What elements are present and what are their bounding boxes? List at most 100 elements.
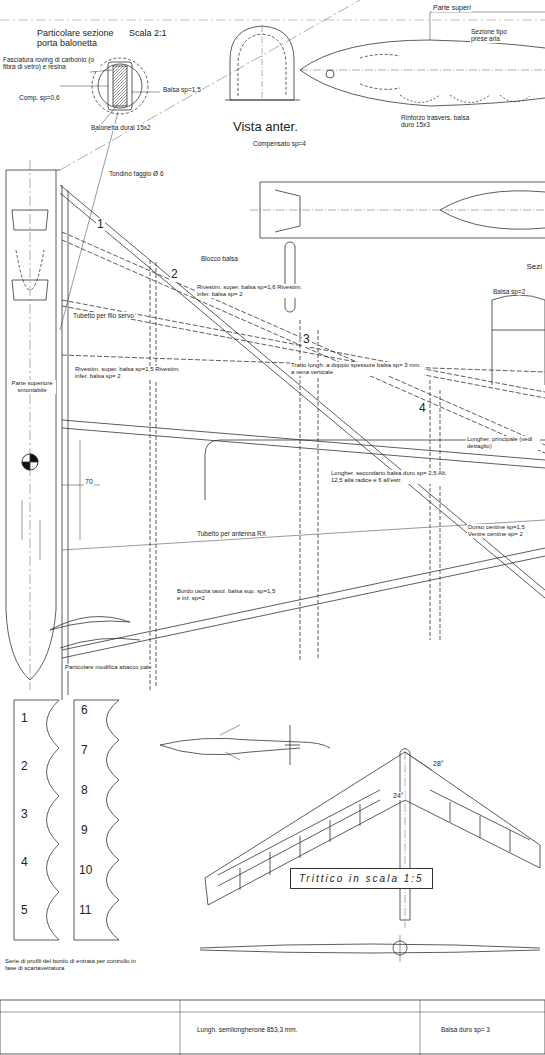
half-wing-stroke [62,520,545,550]
material-note: Balsa duro sp= 3 [440,1026,491,1033]
fuselage-side-stroke [300,40,545,106]
profile-number: 3 [20,808,29,822]
profile-number: 1 [20,712,29,726]
fuselage-side-stroke [0,20,545,21]
part-name: Blocco balsa [200,255,239,262]
view-title: Vista anter. [232,120,299,135]
section-detail-stroke [60,112,118,330]
three-view-stroke [405,752,432,770]
rib-number: 4 [418,402,427,416]
front-view [225,26,300,100]
rib-number: 2 [170,268,179,282]
profile-number: 2 [20,760,29,774]
material-note: Balsa sp=1,5 [162,86,202,93]
fuselage-plan-stroke [6,170,56,680]
fuselage-side [0,12,545,106]
part-note: Rinforzo trasvers. balsa duro 15x3 [400,114,480,129]
leading-edge-templates-stroke [74,700,119,940]
three-view-stroke [220,725,240,760]
front-view-stroke [225,100,300,101]
title-block-stroke [0,1000,545,1055]
section-note: Sezi [525,262,543,271]
material-note: Rivestim. super. balsa sp=1,6 Rivestim. … [196,284,316,298]
fuselage-plan-stroke [22,454,38,470]
section-detail-stroke [113,66,127,106]
section-detail-stroke [60,70,160,132]
profile-number: 11 [78,904,92,918]
leading-edge-templates-stroke [14,700,59,940]
part-name: Tondino faggio Ø 6 [108,170,165,177]
half-wing-stroke [60,185,545,598]
three-view-stroke [400,935,401,962]
material-note: Comp. sp=0,6 [18,94,61,101]
section-detail [60,58,160,330]
profile-number: 7 [80,744,89,758]
fuselage-plan-stroke [16,250,44,290]
section-note: Sezione tipo prese aria [470,28,520,43]
fuselage-side-stroke [326,70,334,78]
three-view-stroke [160,738,330,754]
fuselage-plan-stroke [6,170,60,171]
part-name: Longher. principale (vedi dettaglio) [466,436,540,450]
three-view-stroke [240,802,510,890]
fuselage-plan-stroke [22,454,38,470]
fuselage-plan-stroke [12,210,48,300]
front-view-stroke [230,26,294,100]
caption-box: Trittico in scala 1:5 [290,868,433,889]
profile-number: 9 [80,824,89,838]
profile-number: 4 [20,856,29,870]
detail-note: Particolare modifica attacco pale [64,664,153,671]
profile-number: 8 [80,784,89,798]
three-view-stroke [405,752,406,928]
half-wing-stroke [62,440,100,540]
rib-number: 3 [302,333,311,347]
front-view-stroke [262,26,263,100]
profile-number: 6 [80,704,89,718]
section-box [492,295,545,385]
fuselage-side-stroke [400,95,530,103]
detail-title: Particolare sezione porta balonetta [36,28,130,49]
part-note: Longher. secondario balsa duro sp= 2,5 A… [330,470,452,484]
profile-number: 10 [78,864,93,878]
part-note: Parte superi [432,4,472,12]
half-wing-stroke [50,617,140,648]
half-wing-stroke [62,548,545,658]
profile-number: 5 [20,904,29,918]
rib-number: 1 [96,218,105,232]
material-note: Rivestim. super. balsa sp=1,5 Rivestim. … [74,366,194,380]
three-view [160,725,540,962]
half-wing-stroke [62,420,545,468]
fuselage-plan-top-stroke [285,242,295,312]
material-note: Bordo uscita tavol. balsa sup. sp=1,5 e … [176,588,278,602]
section-box-stroke [492,295,545,385]
fuselage-side-stroke [360,54,400,89]
fuselage-plan-stroke [22,500,40,560]
part-note: Tratto longh. a doppio spessore balsa sp… [290,362,424,376]
half-wing [50,0,545,700]
dimension: 70 [84,478,94,486]
three-view-stroke [285,725,300,765]
fuselage-plan-top-stroke [250,210,545,211]
material-note: Balsa sp=2 [492,288,526,295]
half-wing-stroke [60,0,360,170]
fuselage-plan [6,160,60,690]
three-view-stroke [200,944,540,953]
part-name: Tubetto per filo servo [72,312,135,319]
fuselage-plan-stroke [30,160,31,690]
fuselage-plan-top-stroke [275,190,300,232]
leading-edge-templates [14,700,119,940]
three-view-stroke [400,749,410,921]
material-note: Compensato sp=4 [252,140,307,147]
dimension: Lungh. semilongherone 853,3 mm. [196,1026,298,1033]
fuselage-side-stroke [300,70,545,71]
title-block [0,1000,545,1055]
three-view-stroke [205,752,540,905]
half-wing-stroke [62,300,545,398]
caption-note: Serie di profili del bordo di entrata pe… [4,958,146,972]
part-name: Balonetta dural 15x2 [90,124,152,131]
title-block-stroke [0,1000,545,1054]
material-note: Dorso centine sp=1,5 Ventre centine sp= … [467,524,543,538]
section-detail-stroke [108,62,132,110]
